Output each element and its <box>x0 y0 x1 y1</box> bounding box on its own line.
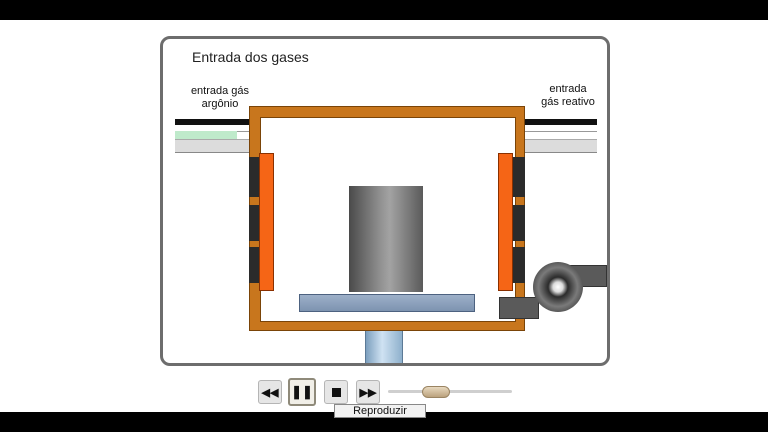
right-target <box>498 153 513 291</box>
left-magnet-2 <box>249 205 261 241</box>
stop-button[interactable] <box>324 380 348 404</box>
play-tooltip: Reproduzir <box>334 404 426 418</box>
letterbox-bottom <box>0 412 768 432</box>
vacuum-pump <box>533 262 583 312</box>
rewind-icon: ◀◀ <box>261 386 279 399</box>
left-magnet-3 <box>249 247 261 283</box>
left-magnet-1 <box>249 157 261 197</box>
pause-icon: ❚❚ <box>291 384 313 399</box>
speed-slider-handle[interactable] <box>421 386 450 398</box>
right-magnet-2 <box>513 205 525 241</box>
animation-panel: Entrada dos gases entrada gás argônio en… <box>160 36 610 366</box>
cathode-cylinder <box>349 186 423 292</box>
fast-forward-icon: ▶▶ <box>359 386 377 399</box>
right-magnet-1 <box>513 157 525 197</box>
right-magnet-3 <box>513 247 525 283</box>
reactive-gas-inlet-pipe <box>511 119 597 153</box>
argon-inlet-pipe <box>175 119 263 153</box>
left-target <box>259 153 274 291</box>
argon-inlet-label: entrada gás argônio <box>190 85 250 110</box>
pump-duct <box>499 297 539 319</box>
argon-gas-flow <box>175 131 237 139</box>
substrate-plate <box>299 294 475 312</box>
rewind-button[interactable]: ◀◀ <box>258 380 282 404</box>
animation-title: Entrada dos gases <box>192 49 309 65</box>
fast-forward-button[interactable]: ▶▶ <box>356 380 380 404</box>
stop-icon <box>331 387 341 397</box>
pause-button[interactable]: ❚❚ <box>288 378 316 406</box>
letterbox-top <box>0 0 768 20</box>
reactive-gas-inlet-label: entrada gás reativo <box>541 83 595 108</box>
speed-slider-track[interactable] <box>388 390 512 393</box>
